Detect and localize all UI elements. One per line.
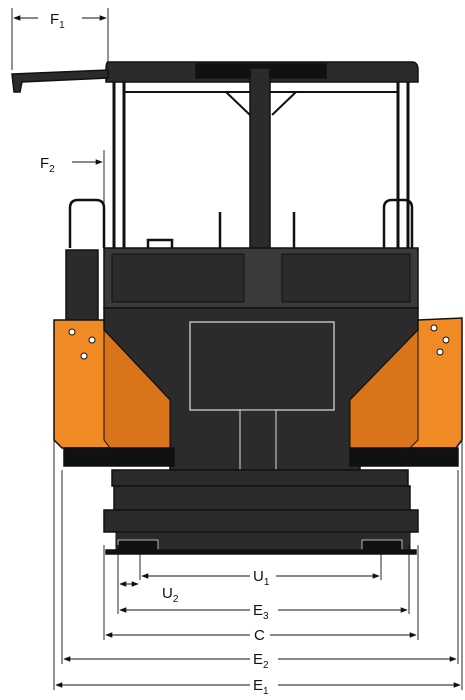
label-U2: U2 [162,585,179,605]
right-hopper-wing [349,317,463,467]
main-body [65,247,419,481]
label-F2: F2 [40,155,55,175]
dimension-labels: F1 F2 U1 U2 E3 C E2 E1 [40,11,270,697]
label-C: C [254,627,265,644]
paver-machine [11,61,463,555]
cab-frame [112,82,410,250]
dimension-arrows [13,15,461,688]
label-E1: E1 [253,677,269,697]
extension-lines [11,8,463,690]
label-E2: E2 [253,651,269,671]
roof-canopy [11,61,419,93]
label-F1: F1 [50,11,65,31]
label-U1: U1 [253,568,270,588]
left-hopper-wing [53,319,175,467]
label-E3: E3 [253,602,269,622]
handrails [68,198,414,248]
screed [103,469,419,555]
